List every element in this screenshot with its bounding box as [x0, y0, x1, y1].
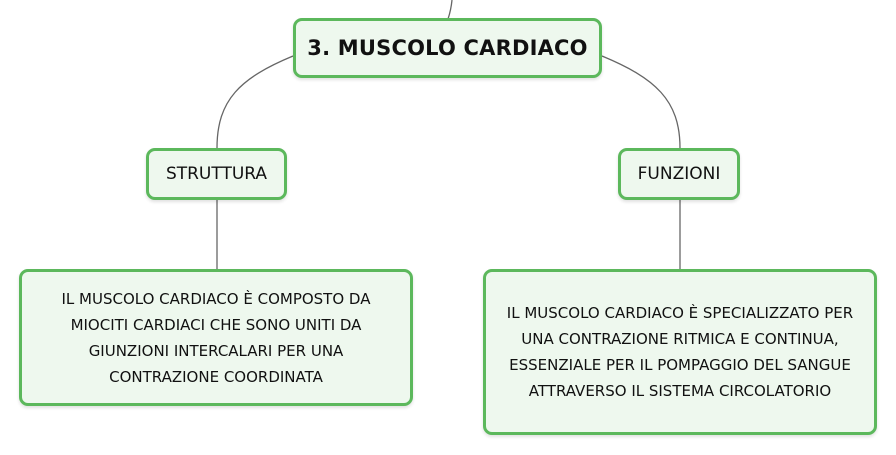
- detail-node-struttura[interactable]: IL MUSCOLO CARDIACO È COMPOSTO DA MIOCIT…: [19, 269, 413, 406]
- branch-node-funzioni[interactable]: FUNZIONI: [618, 148, 740, 200]
- connector-root-to-funzioni: [601, 55, 681, 149]
- root-node-label: 3. MUSCOLO CARDIACO: [307, 36, 588, 60]
- branch-node-struttura[interactable]: STRUTTURA: [146, 148, 287, 200]
- connector-root-to-struttura: [216, 55, 294, 149]
- root-node[interactable]: 3. MUSCOLO CARDIACO: [293, 18, 602, 78]
- branch-node-label: FUNZIONI: [637, 164, 721, 184]
- detail-node-text: IL MUSCOLO CARDIACO È COMPOSTO DA MIOCIT…: [61, 289, 371, 386]
- branch-node-label: STRUTTURA: [165, 164, 268, 184]
- connector-parent-to-root: [447, 0, 453, 20]
- detail-node-text: IL MUSCOLO CARDIACO È SPECIALIZZATO PER …: [506, 304, 854, 400]
- detail-node-funzioni[interactable]: IL MUSCOLO CARDIACO È SPECIALIZZATO PER …: [483, 269, 877, 435]
